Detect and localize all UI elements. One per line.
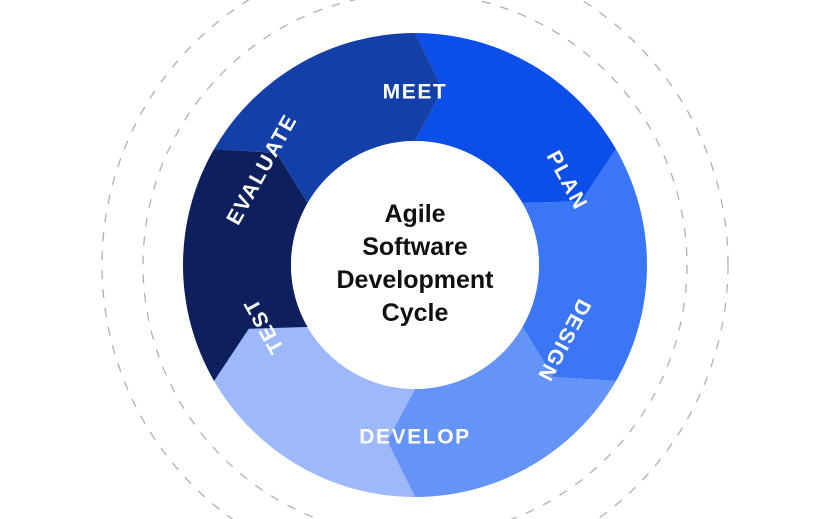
center-hub-group: [291, 141, 539, 389]
cycle-segment-plan[interactable]: [522, 149, 648, 381]
cycle-segment-develop[interactable]: [214, 327, 415, 497]
guide-ring-1: [142, 0, 688, 519]
center-title-line-4: Cycle: [382, 299, 449, 327]
segment-label-develop: DEVELOP: [359, 426, 471, 449]
cycle-segment-test[interactable]: [182, 149, 308, 381]
center-title-line-3: Development: [337, 266, 495, 294]
segment-label-meet: MEET: [383, 81, 448, 104]
guide-rings-group: [101, 0, 729, 519]
guide-ring-2: [101, 0, 729, 519]
center-title-line-2: Software: [362, 233, 468, 261]
cycle-segment-design[interactable]: [387, 327, 616, 497]
center-hub: [291, 141, 539, 389]
cycle-segment-meet[interactable]: [415, 33, 616, 203]
center-title-line-1: Agile: [384, 200, 445, 228]
cycle-segment-evaluate[interactable]: [214, 33, 443, 203]
cycle-segments-group: [182, 33, 648, 497]
